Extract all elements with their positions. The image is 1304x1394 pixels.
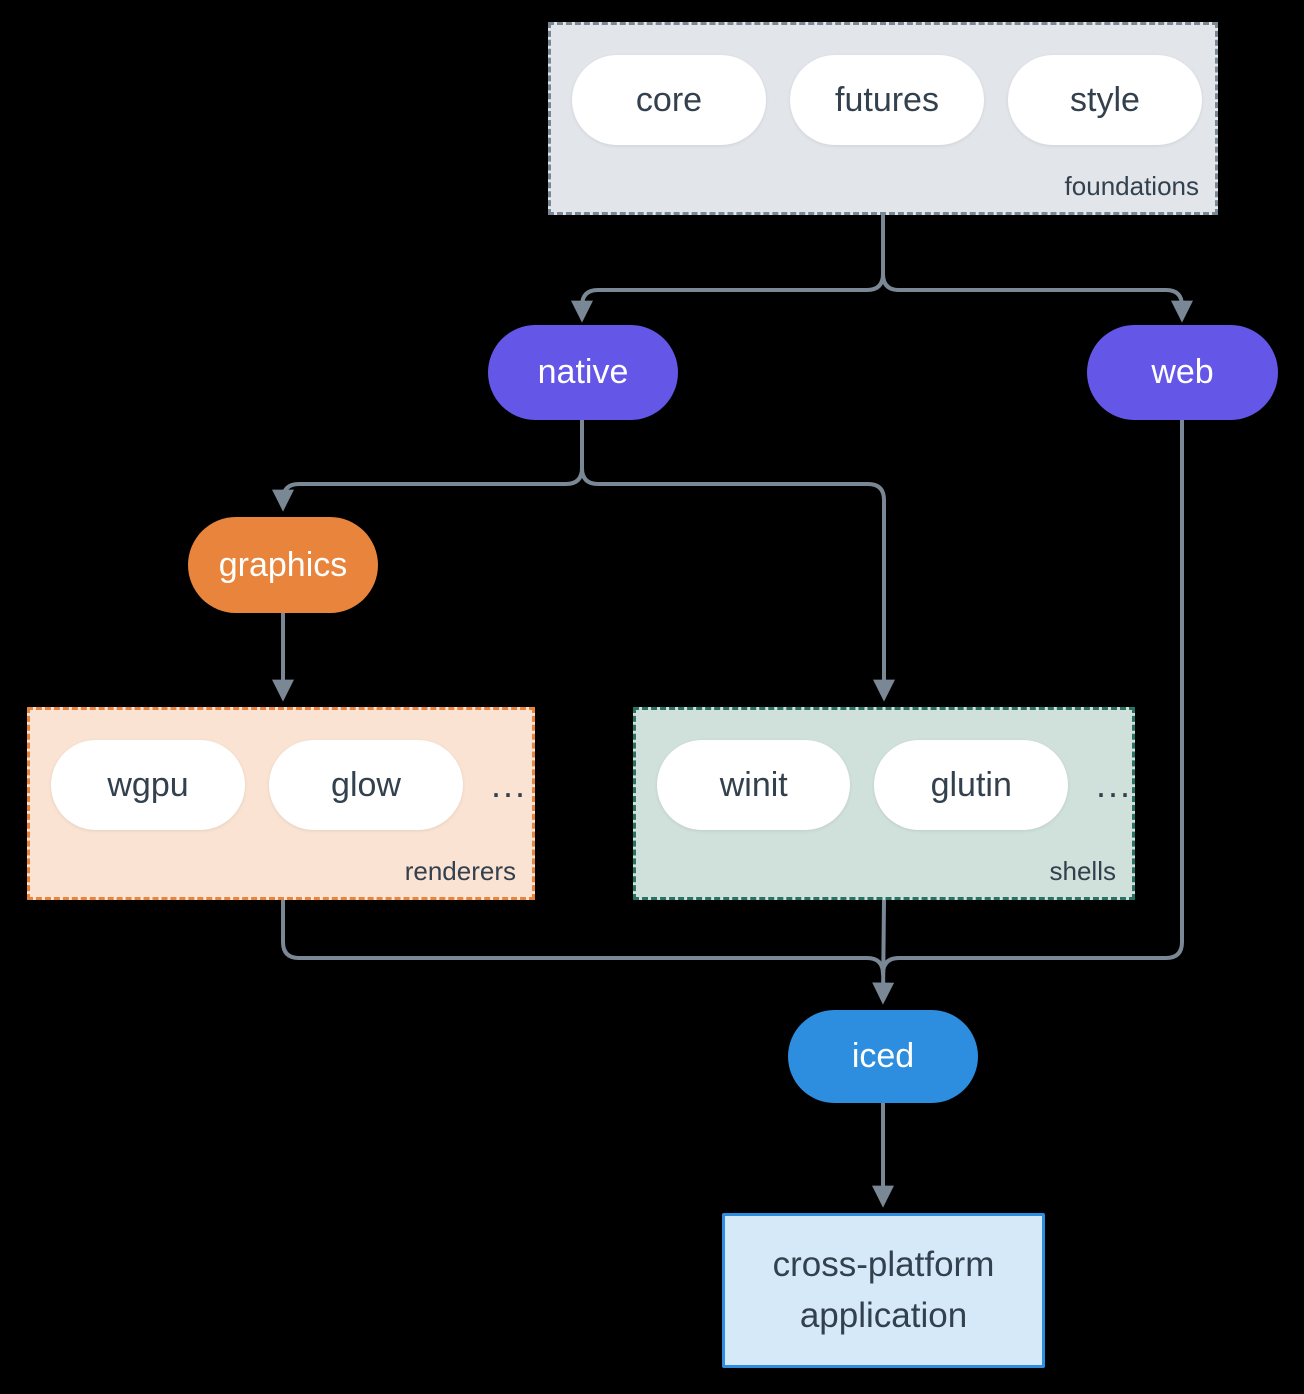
node-iced: iced	[788, 1010, 978, 1103]
node-futures: futures	[790, 55, 984, 145]
foundations-group: core futures style foundations	[548, 22, 1218, 215]
native-label: native	[537, 353, 629, 391]
shells-label: shells	[1049, 856, 1116, 886]
node-winit: winit	[657, 740, 851, 830]
edge-foundations-web	[881, 272, 1193, 323]
shells-ellipsis: ...	[1095, 764, 1132, 805]
node-core: core	[572, 55, 766, 145]
renderers-pill-row: wgpu glow ...	[30, 710, 532, 830]
node-application: cross-platform application	[722, 1213, 1045, 1368]
foundations-pill-row: core futures style	[551, 25, 1215, 145]
edge-foundations-native	[571, 272, 885, 323]
graphics-label: graphics	[218, 545, 348, 584]
edge-renderers-iced	[281, 898, 885, 976]
node-native: native	[488, 325, 678, 420]
foundations-label: foundations	[1064, 171, 1199, 201]
edge-native-shells	[580, 466, 895, 702]
renderers-label: renderers	[404, 856, 516, 886]
node-style: style	[1008, 55, 1202, 145]
node-wgpu: wgpu	[51, 740, 245, 830]
node-graphics: graphics	[188, 517, 378, 613]
shells-pill-row: winit glutin ...	[636, 710, 1132, 830]
node-glutin: glutin	[874, 740, 1068, 830]
web-label: web	[1151, 353, 1214, 391]
node-web: web	[1087, 325, 1278, 420]
iced-label: iced	[851, 1037, 915, 1075]
edge-shells-iced	[872, 898, 895, 1005]
node-glow: glow	[269, 740, 463, 830]
renderers-group: wgpu glow ... renderers	[27, 707, 535, 900]
application-label: cross-platform application	[772, 1244, 995, 1335]
renderers-ellipsis: ...	[491, 764, 528, 805]
edge-native-graphics	[272, 466, 584, 512]
shells-group: winit glutin ... shells	[633, 707, 1135, 900]
